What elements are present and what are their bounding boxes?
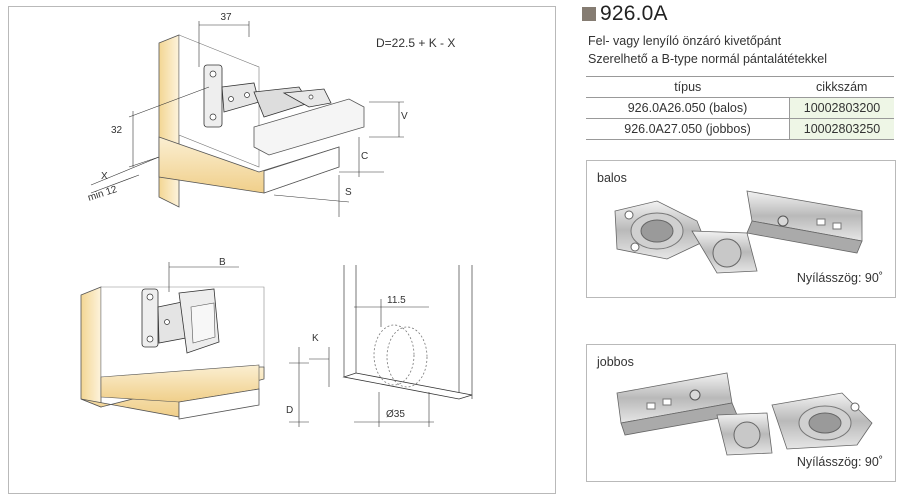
dim-b: B [219,257,226,268]
dim-c: C [361,151,368,162]
dim-37: 37 [220,12,232,23]
product-code-title: 926.0A [600,2,668,25]
row-type: 926.0A27.050 (jobbos) [586,118,790,140]
spec-table: típus cikkszám 926.0A26.050 (balos) 1000… [586,76,894,140]
dim-11-5: 11.5 [387,295,406,306]
table-row: 926.0A27.050 (jobbos) 10002803250 [586,118,894,140]
photo-label-right: jobbos [597,355,634,369]
photo-left-hinge: balos Nyílásszög: 90˚ [586,160,896,298]
technical-drawing-panel: 37 D=22.5 + K - X 32 V C S X min 12 [8,6,556,494]
photo-right-hinge: jobbos Nyílásszög: 90˚ [586,344,896,482]
technical-drawing: 37 D=22.5 + K - X 32 V C S X min 12 [80,12,473,427]
table-row: 926.0A26.050 (balos) 10002803200 [586,97,894,119]
right-hinge-image [616,372,873,456]
opening-angle-left: Nyílásszög: 90˚ [796,271,883,285]
row-code: 10002803200 [789,97,894,119]
dim-k: K [312,333,319,344]
dim-s: S [345,187,352,198]
header-type: típus [586,76,790,98]
opening-angle-right: Nyílásszög: 90˚ [796,455,883,469]
dim-32: 32 [111,125,123,136]
dim-d: D [286,405,293,416]
top-hinge-drawing: 37 D=22.5 + K - X 32 V C S X min 12 [87,12,455,217]
bottom-hinge-drawing: B D [80,257,309,427]
formula-text: D=22.5 + K - X [376,36,455,50]
dim-35: Ø35 [386,409,405,420]
photo-label-left: balos [597,171,627,185]
row-code: 10002803250 [789,118,894,140]
dim-x: X [101,171,108,182]
row-type: 926.0A26.050 (balos) [586,97,790,119]
header-code: cikkszám [789,76,894,98]
dim-v: V [401,111,408,122]
product-desc-line1: Fel- vagy lenyíló önzáró kivetőpánt [588,34,782,48]
dim-min12: min 12 [87,184,119,204]
product-info-panel: 926.0A Fel- vagy lenyíló önzáró kivetőpá… [582,0,896,500]
left-hinge-image [614,190,863,274]
spec-table-header: típus cikkszám [586,76,894,98]
product-desc-line2: Szerelhető a B-type normál pántalátétekk… [588,52,828,66]
product-title-row: 926.0A [582,2,668,26]
title-square-icon [582,7,596,21]
cup-boring-drawing: 11.5 K Ø35 [309,265,473,427]
